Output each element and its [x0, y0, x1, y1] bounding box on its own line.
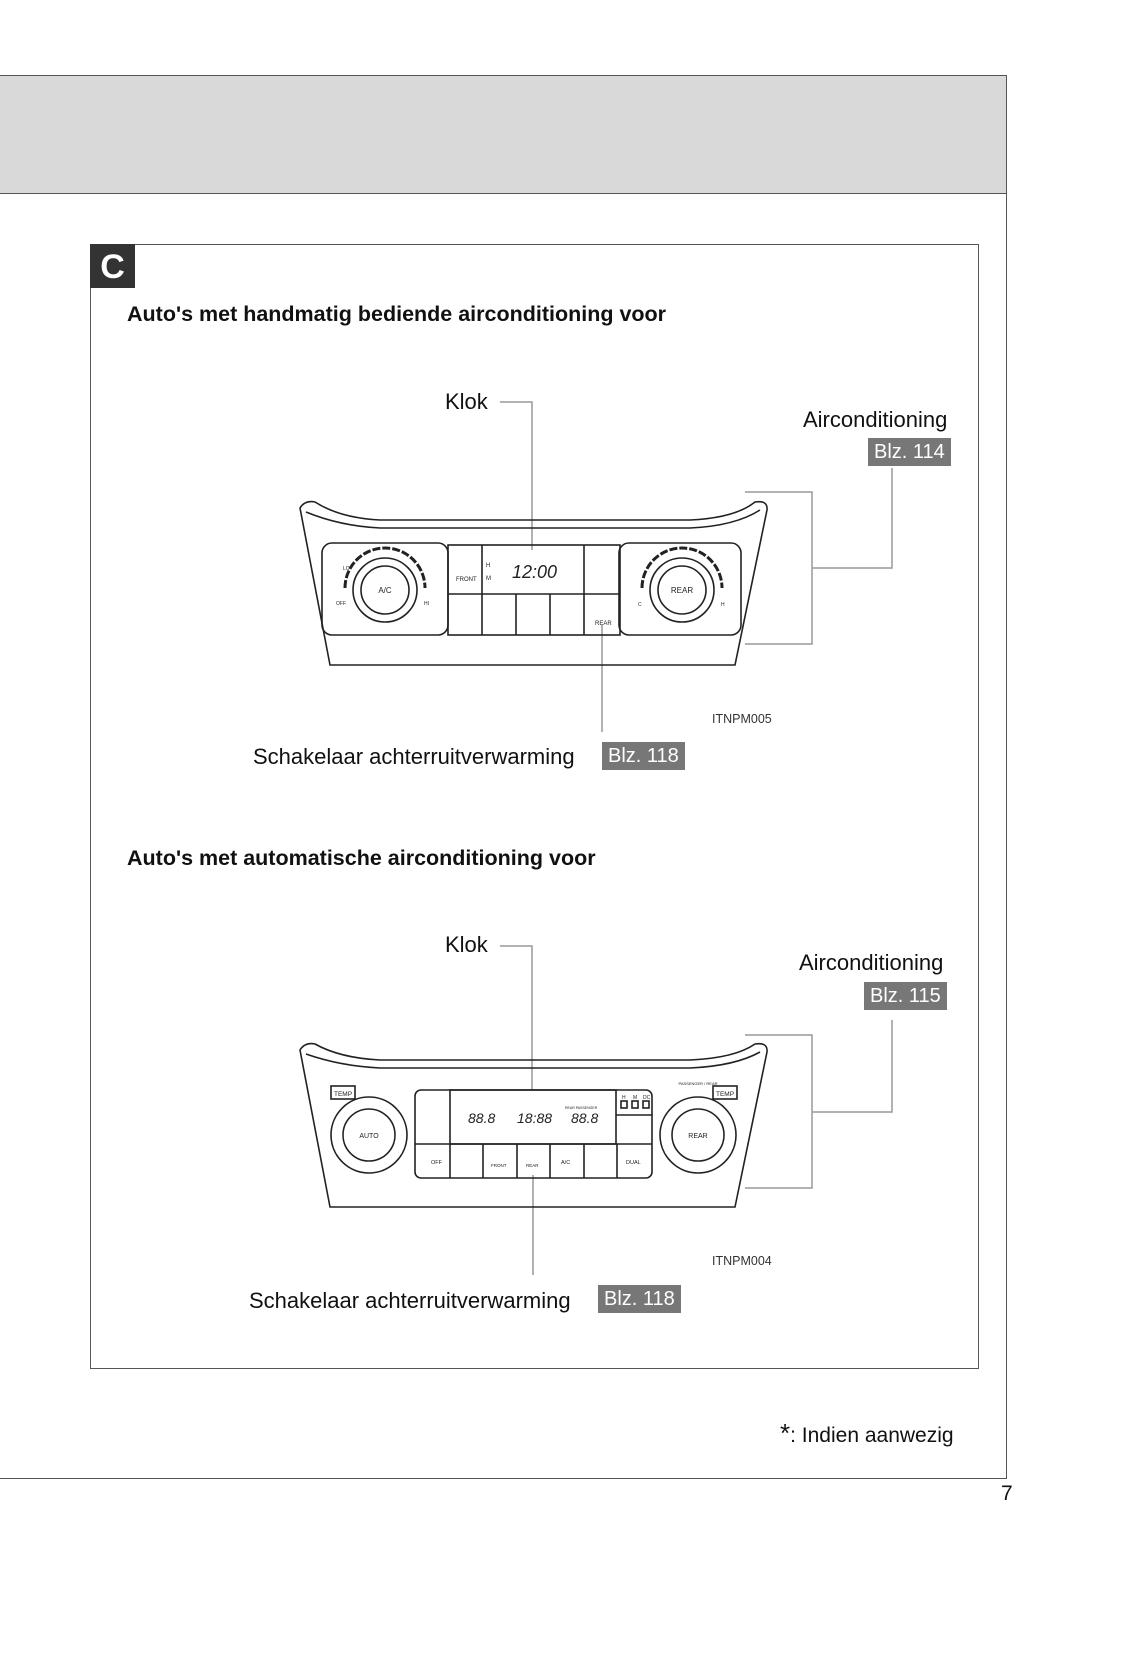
clock-display: 12:00 [512, 562, 557, 582]
temp-left-display: 88.8 [468, 1110, 495, 1126]
page-border-bottom [0, 1478, 1007, 1479]
manual-aircon-label: Airconditioning [803, 407, 948, 432]
temp-left-label: TEMP [334, 1091, 352, 1098]
rear-defog-button-label: REAR [595, 621, 612, 627]
manual-panel-body [299, 500, 768, 666]
fan-off-label: OFF [431, 1160, 443, 1166]
hour-label: H [622, 1095, 626, 1101]
rear-dial-label: REAR [688, 1133, 707, 1140]
front-defrost-label: FRONT [491, 1163, 507, 1168]
clock-display: 18:88 [517, 1110, 552, 1126]
fan-lo-label: LO [343, 566, 350, 572]
passenger-rear-label: PASSENGER / REAR [678, 1081, 717, 1086]
manual-rear-defog-page-link[interactable]: Blz. 118 [602, 742, 685, 770]
temp-hot-label: H [721, 602, 725, 608]
auto-dial-label: AUTO [359, 1133, 379, 1140]
dual-button-label: DUAL [626, 1160, 641, 1166]
fan-off-label: OFF [336, 601, 346, 607]
auto-aircon-page-link[interactable]: Blz. 115 [864, 982, 947, 1010]
asterisk-symbol: * [780, 1418, 791, 1448]
manual-rear-defog-label: Schakelaar achterruitverwarming [253, 744, 575, 769]
hour-label: H [486, 563, 490, 569]
manual-heading: Auto's met handmatig bediende airconditi… [127, 302, 667, 326]
manual-clock-label: Klok [445, 389, 488, 414]
temp-cold-label: C [638, 602, 642, 608]
auto-aircon-label: Airconditioning [799, 950, 944, 975]
manual-image-code: ITNPM005 [712, 712, 772, 726]
front-defrost-label: FRONT [456, 577, 477, 583]
rear-defog-button-label: REAR [526, 1163, 539, 1168]
header-band [0, 75, 1007, 194]
auto-panel-illustration: AUTO REAR TEMP TEMP PASSENGER / REAR 88.… [299, 945, 893, 1275]
rear-passenger-label: REAR PASSENGER [565, 1106, 598, 1110]
auto-heading: Auto's met automatische airconditioning … [127, 846, 596, 870]
manual-panel-illustration: A/C REAR FRONT REAR 12:00 H M LO OFF HI … [299, 401, 893, 732]
clock-leader-line [500, 401, 533, 550]
dc-label: DC [643, 1095, 651, 1101]
auto-rear-defog-page-link[interactable]: Blz. 118 [598, 1285, 681, 1313]
aircon-leader-line [812, 1020, 893, 1113]
auto-clock-label: Klok [445, 932, 488, 957]
footnote-text: : Indien aanwezig [790, 1424, 954, 1447]
clock-leader-line [500, 945, 533, 1090]
temp-right-label: TEMP [716, 1091, 734, 1098]
rear-dial-label: REAR [671, 586, 693, 595]
auto-panel-body [299, 1042, 768, 1208]
ac-dial-label: A/C [378, 586, 392, 595]
page-number: 7 [1001, 1482, 1013, 1505]
footnote: *: Indien aanwezig [780, 1418, 954, 1449]
ac-button-label: A/C [561, 1160, 570, 1166]
page-border-right [1006, 75, 1007, 1479]
temp-right-display: 88.8 [571, 1110, 598, 1126]
aircon-leader-line [812, 468, 893, 569]
section-badge: C [90, 244, 135, 288]
auto-image-code: ITNPM004 [712, 1254, 772, 1268]
auto-rear-defog-label: Schakelaar achterruitverwarming [249, 1288, 571, 1313]
manual-aircon-page-link[interactable]: Blz. 114 [868, 438, 951, 466]
minute-label: M [486, 576, 491, 582]
minute-label: M [633, 1095, 637, 1101]
section-box [90, 244, 979, 1369]
fan-hi-label: HI [424, 601, 429, 607]
